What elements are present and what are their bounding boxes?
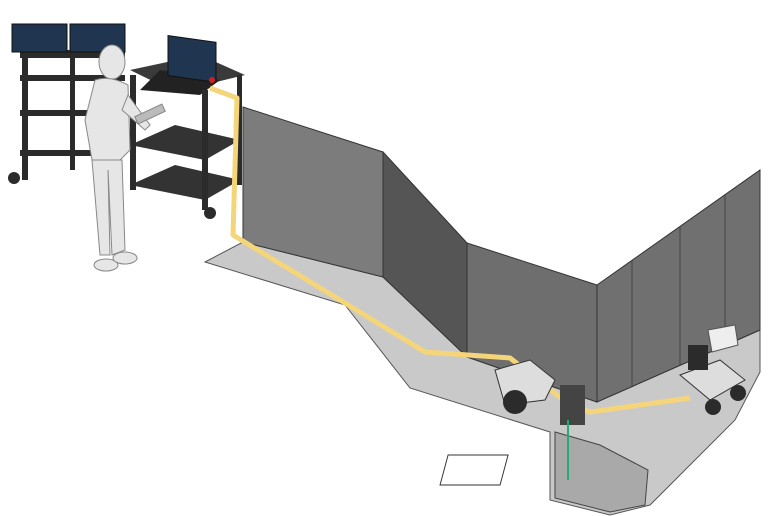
pit <box>554 431 649 513</box>
laptop-screen-icon <box>167 35 217 83</box>
pit-platform <box>439 454 509 486</box>
laptop-cart <box>130 35 245 219</box>
tracked-robot <box>494 359 585 480</box>
operator-person <box>84 44 166 272</box>
tablet-icon <box>134 103 166 125</box>
monitor-icon <box>11 23 68 53</box>
monitor-cart <box>8 23 126 184</box>
wheeled-robot <box>679 324 746 415</box>
